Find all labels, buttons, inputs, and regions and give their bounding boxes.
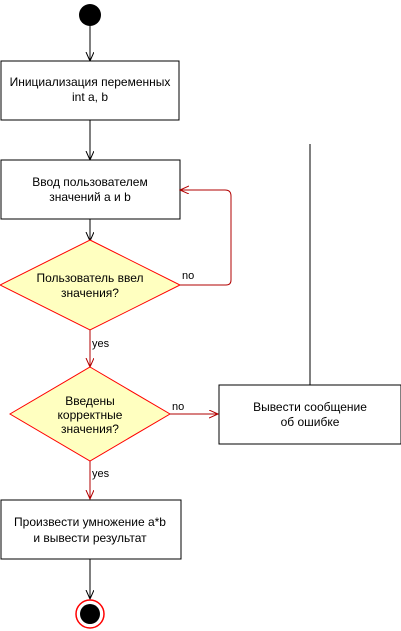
- edge-error-back-to-input: [186, 145, 310, 385]
- error-line-1: Вывести сообщение: [253, 400, 367, 414]
- start-node: [79, 4, 101, 26]
- check-valid-line-2: корректные: [58, 408, 123, 422]
- label-check-valid-yes: yes: [92, 468, 110, 480]
- edge-check-entered-no: [180, 190, 232, 286]
- multiply-line-2: и вывести результат: [33, 531, 147, 545]
- error-line-2: об ошибке: [281, 415, 340, 429]
- init-line-1: Инициализация переменных: [10, 75, 171, 89]
- check-entered-line-2: значения?: [61, 286, 119, 300]
- label-check-valid-no: no: [172, 401, 184, 413]
- label-check-entered-yes: yes: [92, 338, 110, 350]
- check-valid-line-3: значения?: [61, 422, 119, 436]
- user-input-box: Ввод пользователем значений a и b: [0, 159, 181, 220]
- check-entered-decision: Пользователь ввел значения?: [0, 239, 182, 331]
- end-node: [75, 599, 105, 629]
- check-valid-decision: Введены корректные значения?: [9, 366, 171, 462]
- init-line-2: int a, b: [72, 90, 108, 104]
- input-line-1: Ввод пользователем: [32, 175, 147, 189]
- multiply-line-1: Произвести умножение a*b: [14, 515, 166, 529]
- input-line-2: значений a и b: [49, 190, 131, 204]
- label-check-entered-no: no: [182, 270, 194, 282]
- init-variables-box: Инициализация переменных int a, b: [0, 60, 180, 121]
- edge-error-feedback: [255, 140, 310, 385]
- check-entered-line-1: Пользователь ввел: [36, 271, 143, 285]
- error-message-box: Вывести сообщение об ошибке: [218, 384, 401, 445]
- multiply-result-box: Произвести умножение a*b и вывести резул…: [0, 499, 182, 560]
- check-valid-line-1: Введены: [65, 394, 115, 408]
